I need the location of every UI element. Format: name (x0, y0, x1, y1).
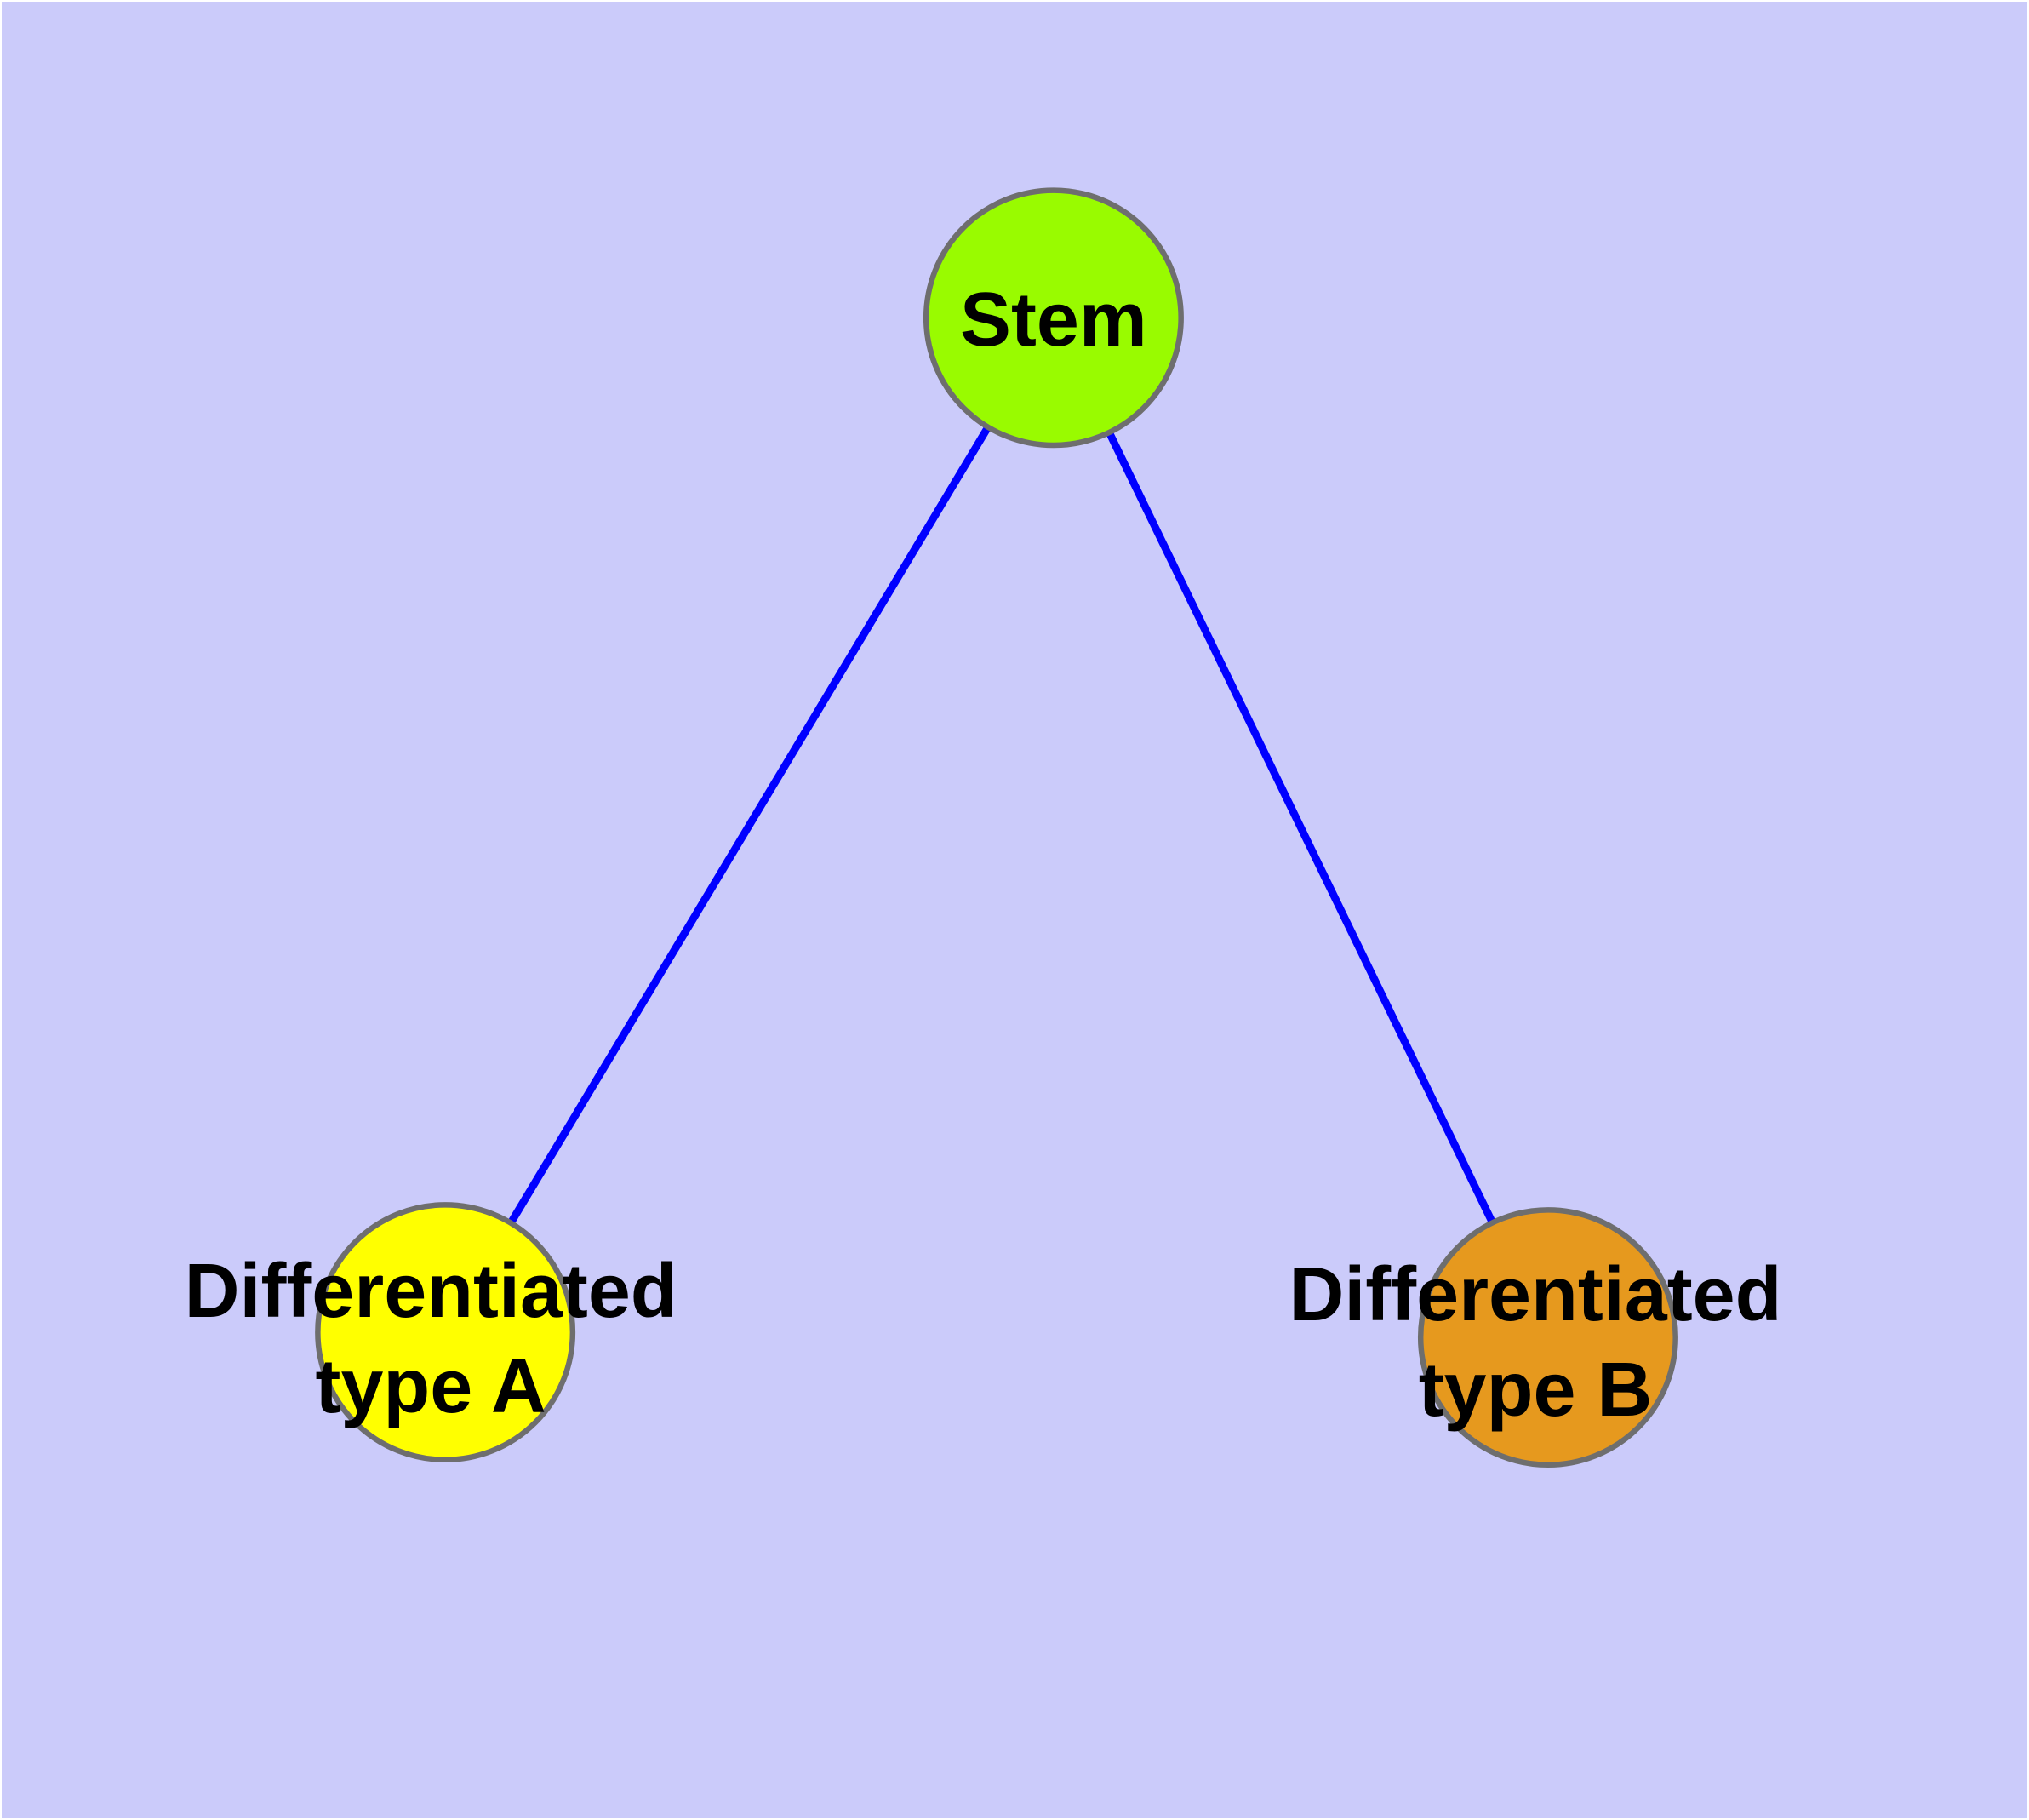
node-label-type-b-line1: Differentiated (1289, 1252, 1781, 1337)
node-label-stem: Stem (960, 278, 1147, 363)
node-label-type-b-line2: type B (1419, 1348, 1653, 1433)
edge-stem-to-type-b (1049, 316, 1552, 1340)
node-stem (923, 187, 1184, 449)
node-label-type-a-line1: Differentiated (185, 1249, 677, 1334)
edge-stem-to-type-a (442, 315, 1057, 1335)
node-type-b (1417, 1207, 1678, 1468)
node-label-type-a-line2: type A (316, 1344, 546, 1429)
node-type-a (315, 1202, 576, 1463)
